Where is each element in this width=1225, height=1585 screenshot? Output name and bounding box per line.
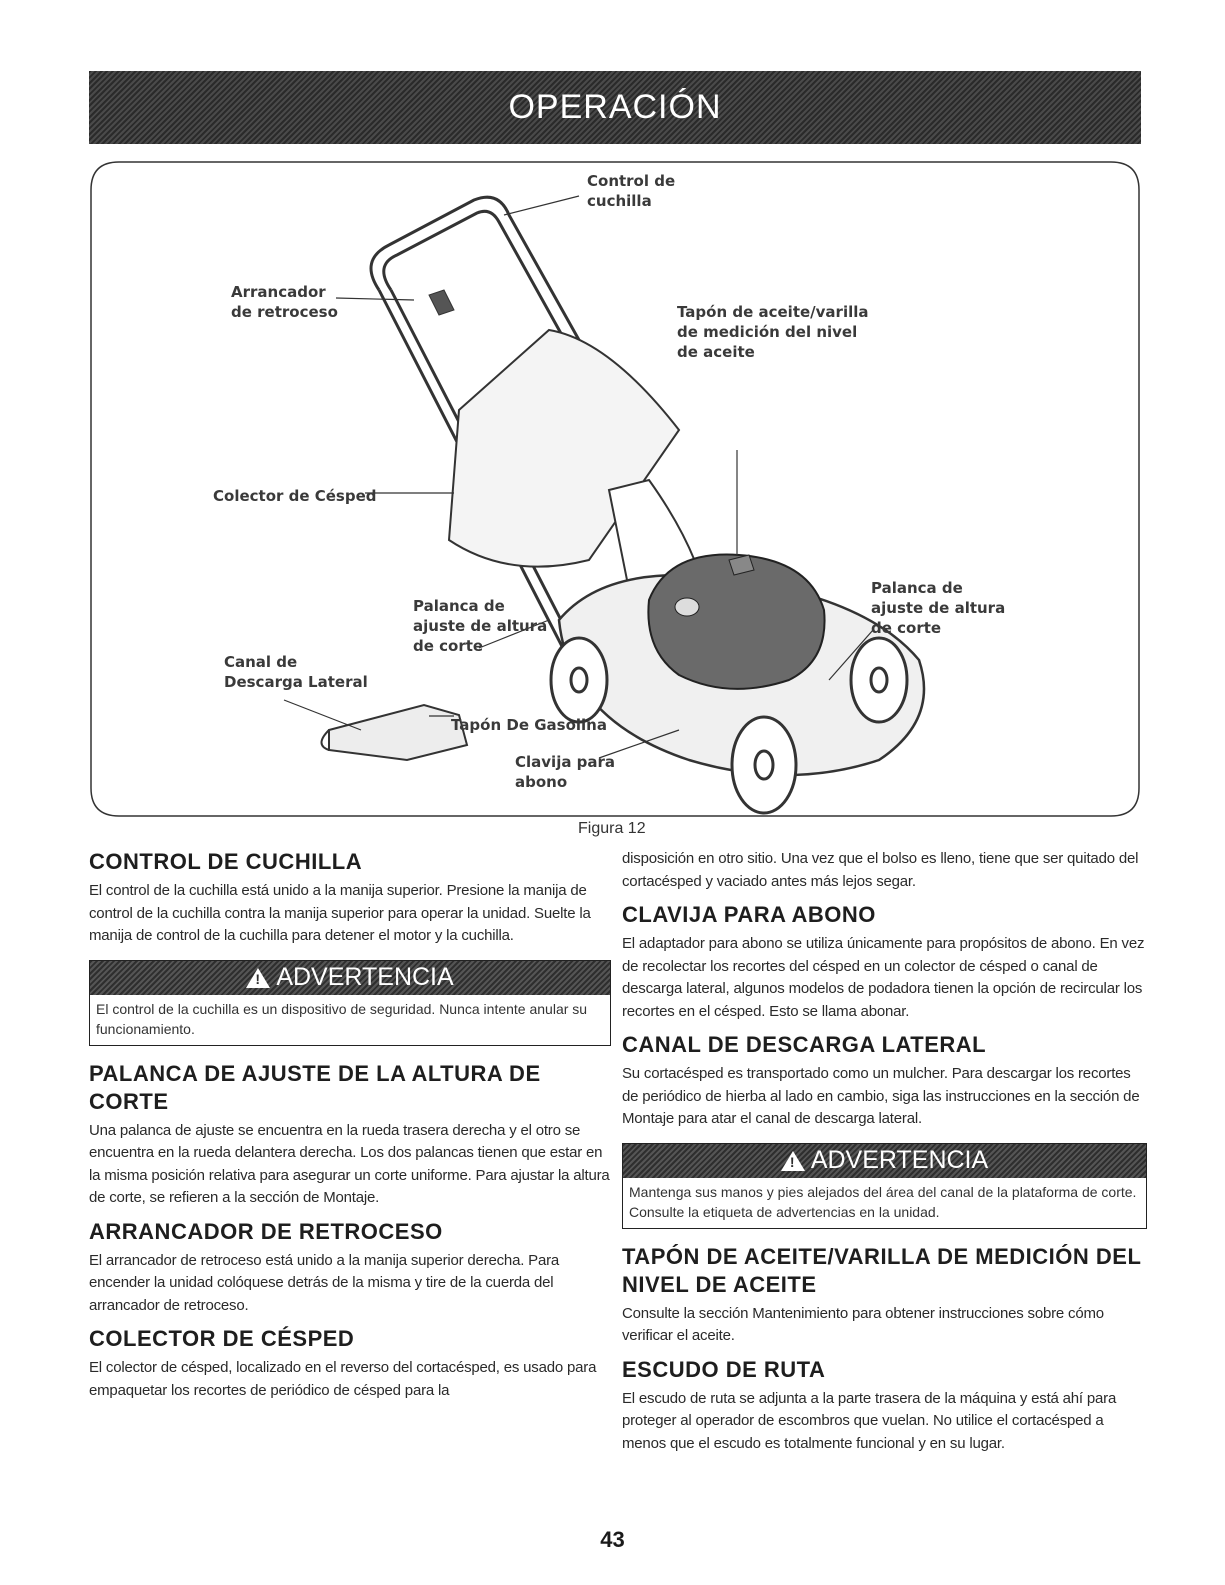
text-canal: Su cortacésped es transportado como un m…: [622, 1065, 1140, 1127]
warning-triangle-icon: [246, 967, 271, 988]
label-colector: Colector de Césped: [213, 487, 377, 505]
lawnmower-illustration: [90, 161, 1140, 817]
label-control-cuchilla: Control de cuchilla: [587, 172, 676, 210]
text-control-cuchilla: El control de la cuchilla está unido a l…: [89, 882, 591, 944]
warning-header-1: ADVERTENCIA: [90, 960, 610, 995]
warning-label-1: ADVERTENCIA: [276, 963, 454, 991]
recoil-handle: [428, 289, 455, 316]
warning-box-1: ADVERTENCIA El control de la cuchilla es…: [89, 959, 611, 1046]
warning-box-2: ADVERTENCIA Mantenga sus manos y pies al…: [622, 1142, 1147, 1229]
heading-palanca: PALANCA DE AJUSTE DE LA ALTURA DE CORTE: [89, 1060, 541, 1114]
wheels: [549, 636, 909, 815]
text-escudo: El escudo de ruta se adjunta a la parte …: [622, 1389, 1117, 1452]
right-column: disposición en otro sitio. Una vez que e…: [622, 848, 1147, 1463]
figure-12: Control de cuchilla Arrancador de retroc…: [89, 160, 1141, 818]
warning-triangle-icon: [780, 1150, 805, 1171]
warning-text-2: Mantenga sus manos y pies alejados del á…: [629, 1183, 1137, 1220]
heading-canal: CANAL DE DESCARGA LATERAL: [622, 1032, 987, 1057]
heading-clavija: CLAVIJA PARA ABONO: [622, 902, 876, 927]
text-tapon: Consulte la sección Mantenimiento para o…: [622, 1304, 1104, 1345]
heading-escudo: ESCUDO DE RUTA: [622, 1356, 826, 1382]
engine: [647, 553, 826, 690]
heading-colector: COLECTOR DE CÉSPED: [89, 1326, 355, 1351]
left-column: CONTROL DE CUCHILLA El control de la cuc…: [89, 848, 611, 1410]
heading-arrancador: ARRANCADOR DE RETROCESO: [89, 1218, 443, 1244]
label-canal: Canal de Descarga Lateral: [224, 653, 368, 691]
label-palanca-der: Palanca de ajuste de altura de corte: [871, 579, 1006, 637]
figure-caption: Figura 12: [578, 820, 646, 837]
warning-label-2: ADVERTENCIA: [810, 1146, 989, 1174]
page-number: 43: [600, 1527, 625, 1552]
heading-control-cuchilla: CONTROL DE CUCHILLA: [89, 849, 363, 874]
label-tapon-aceite: Tapón de aceite/varilla de medición del …: [677, 303, 869, 361]
heading-tapon: TAPÓN DE ACEITE/VARILLA DE MEDICIÓN DEL …: [622, 1243, 1142, 1297]
warning-text-1: El control de la cuchilla es un disposit…: [96, 1000, 588, 1037]
page-title: OPERACIÓN: [508, 88, 722, 126]
text-palanca: Una palanca de ajuste se encuentra en la…: [89, 1121, 610, 1207]
text-colector: El colector de césped, localizado en el …: [89, 1359, 597, 1399]
text-colector-cont: disposición en otro sitio. Una vez que e…: [622, 850, 1139, 890]
section-banner: OPERACIÓN: [89, 71, 1141, 144]
label-palanca-izq: Palanca de ajuste de altura de corte: [413, 597, 548, 655]
warning-header-2: ADVERTENCIA: [623, 1143, 1146, 1178]
oil-cap: [674, 597, 700, 617]
label-clavija: Clavija para abono: [515, 753, 616, 791]
figure-frame: [90, 161, 1140, 817]
side-discharge-chute: [328, 703, 469, 762]
text-arrancador: El arrancador de retroceso está unido a …: [89, 1251, 560, 1314]
callout-lines: [283, 195, 874, 759]
label-arrancador: Arrancador de retroceso: [231, 283, 338, 321]
label-tapon-gasolina: Tapón De Gasolina: [451, 716, 607, 734]
text-clavija: El adaptador para abono se utiliza única…: [622, 935, 1145, 1020]
